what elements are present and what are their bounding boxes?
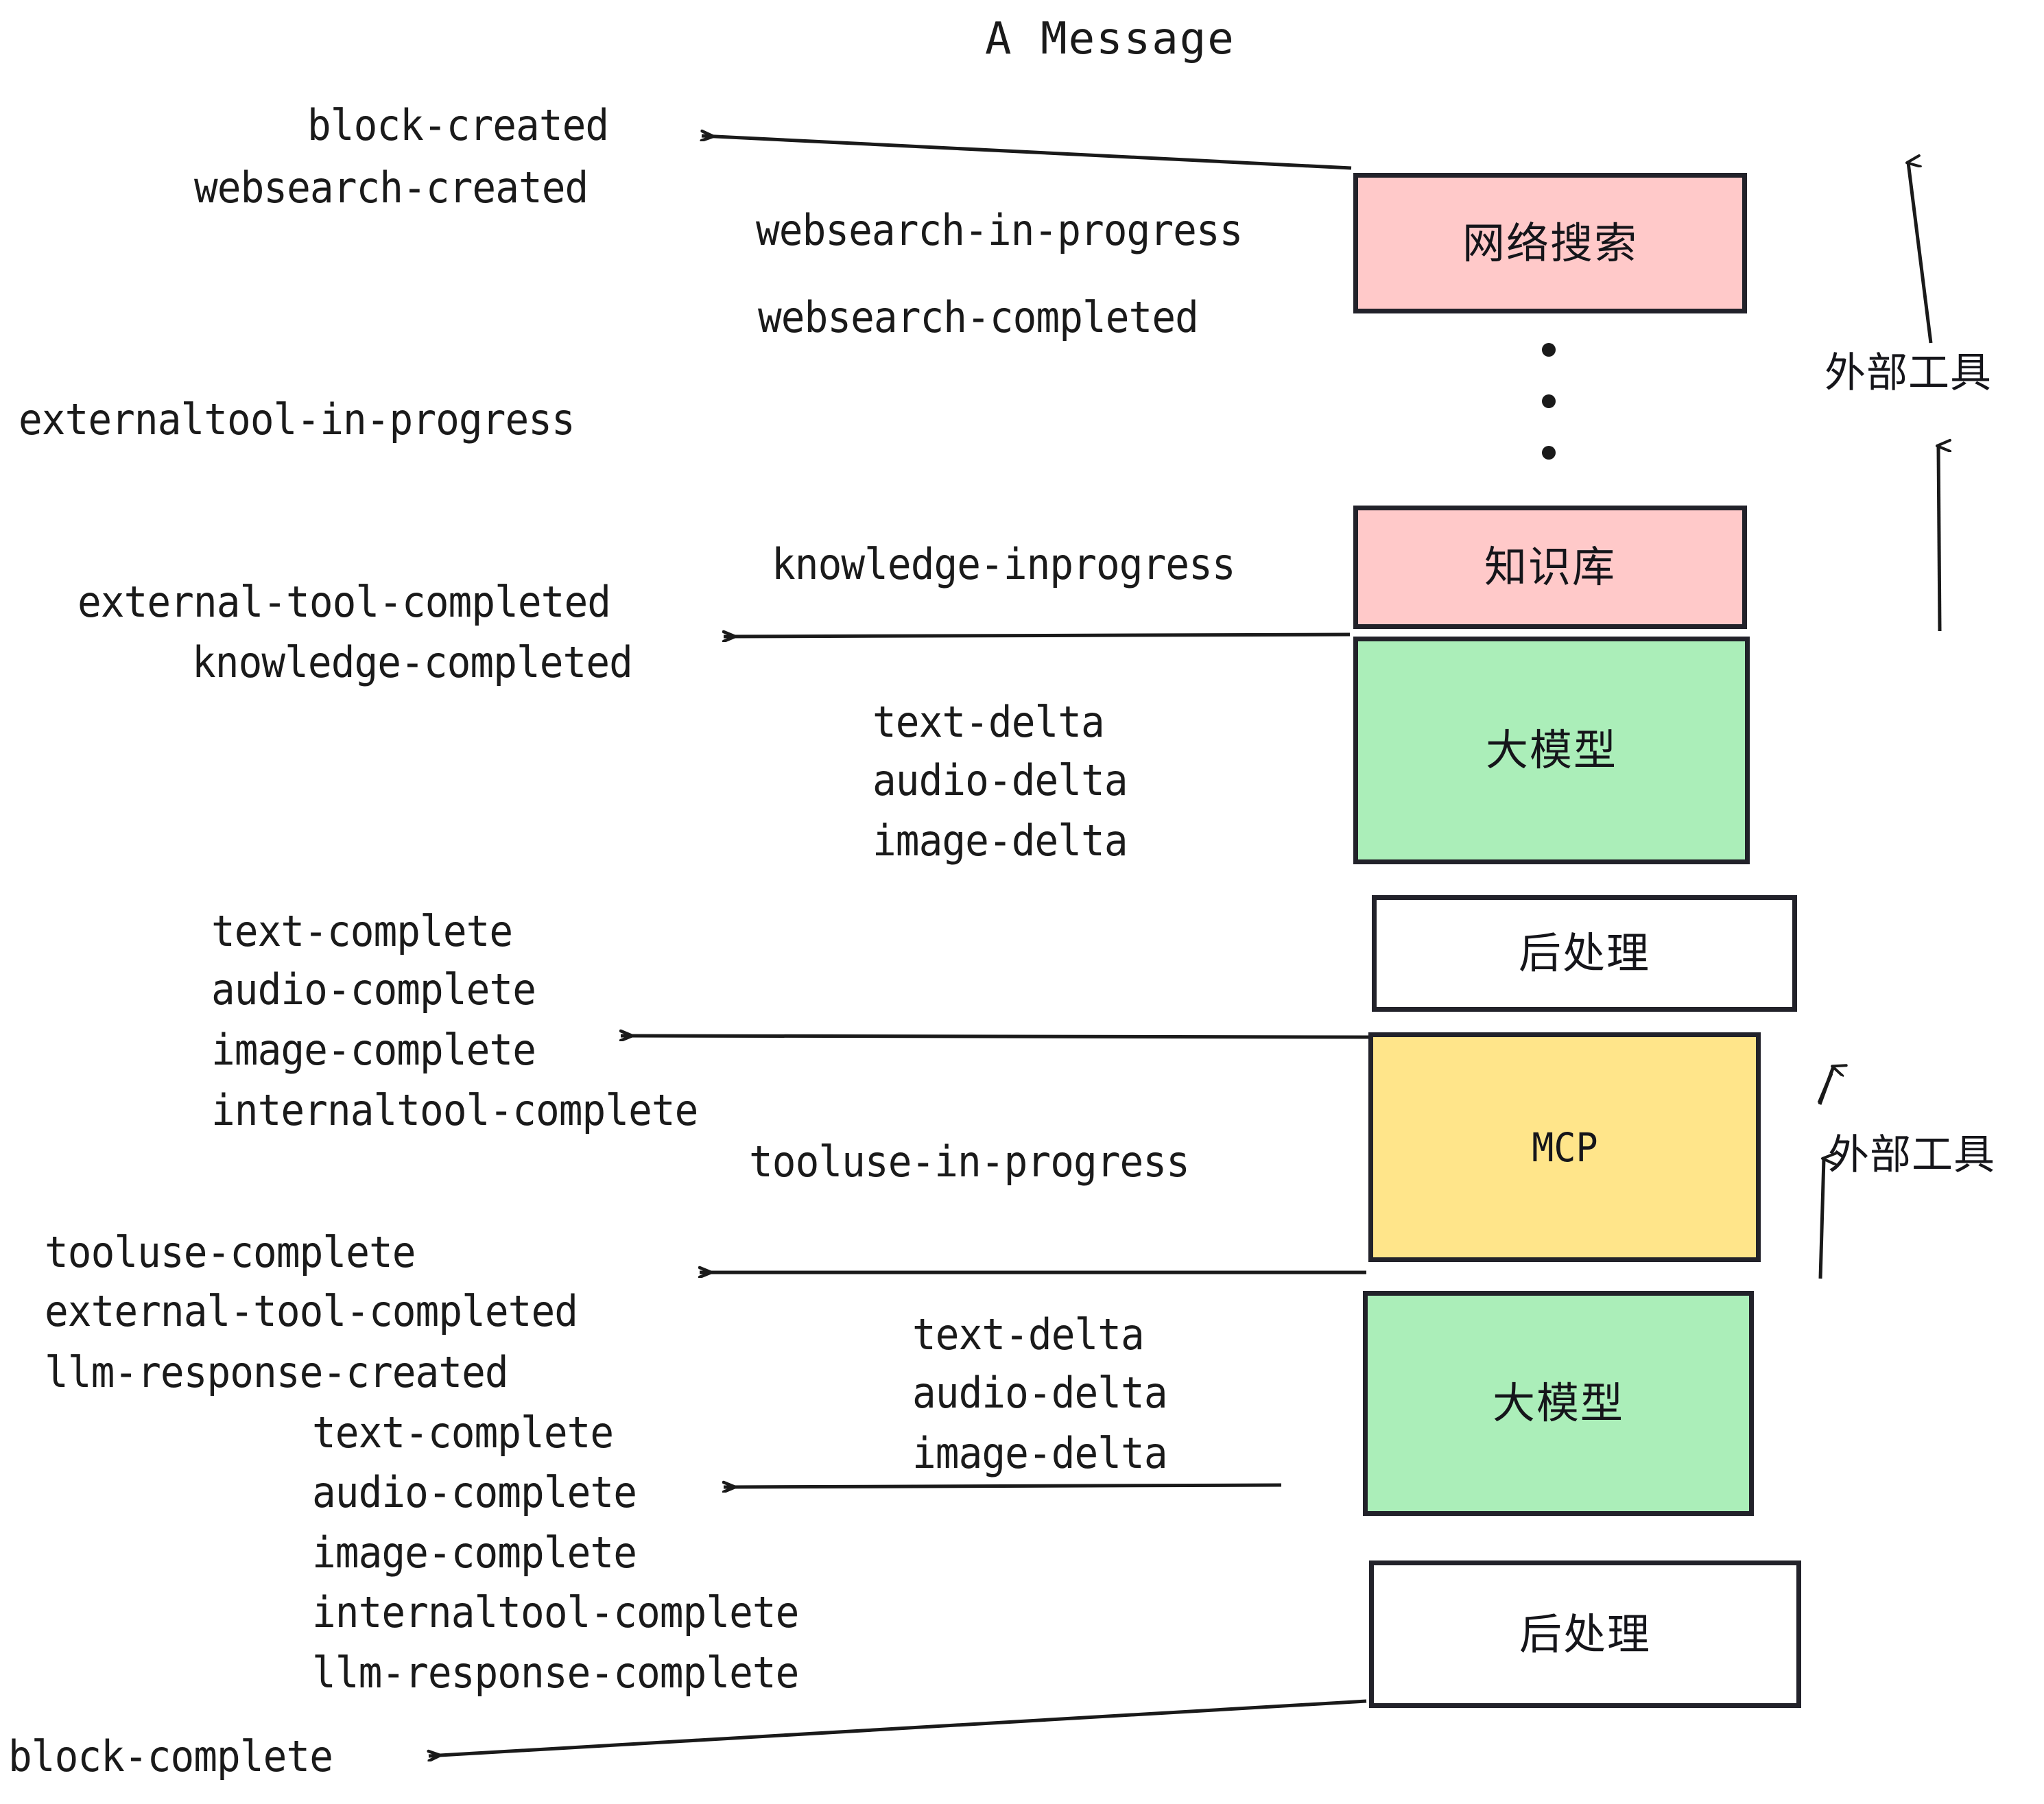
node-llm-2: 大模型	[1363, 1291, 1754, 1516]
event-label-block-created: block-created	[307, 100, 609, 150]
event-label-audio-delta-1: audio-delta	[872, 755, 1128, 805]
event-label-internaltool-complete-1: internaltool-complete	[211, 1085, 698, 1135]
arrow-knowledge-to-completed	[724, 634, 1351, 637]
arrow-llm2-to-audio-complete	[724, 1485, 1282, 1487]
node-label: 后处理	[1519, 1609, 1651, 1659]
event-label-knowledge-inprogress: knowledge-inprogress	[772, 539, 1236, 589]
node-label: 大模型	[1485, 725, 1617, 775]
event-label-audio-complete-2: audio-complete	[312, 1467, 637, 1517]
event-label-text-complete-2: text-complete	[312, 1408, 614, 1458]
page-title: A Message	[985, 14, 1235, 64]
arrow-postprocess1-to-image-complete	[621, 1036, 1369, 1037]
event-label-audio-complete-1: audio-complete	[211, 964, 536, 1014]
event-label-text-complete-1: text-complete	[211, 906, 513, 956]
bracket-external-tool-bottom-up	[1817, 1073, 1833, 1104]
ellipsis-dots	[1542, 343, 1556, 460]
event-label-external-tool-completed-2: external-tool-completed	[45, 1286, 578, 1336]
node-label: 大模型	[1492, 1378, 1624, 1428]
node-label: 知识库	[1484, 542, 1616, 592]
arrow-websearch-to-block-created	[702, 136, 1352, 170]
event-label-knowledge-completed: knowledge-completed	[192, 637, 633, 687]
event-label-text-delta-2: text-delta	[912, 1309, 1145, 1360]
node-knowledge: 知识库	[1353, 506, 1747, 629]
event-label-image-complete-2: image-complete	[312, 1528, 637, 1578]
event-label-image-delta-1: image-delta	[872, 816, 1128, 866]
event-label-tooluse-in-progress: tooluse-in-progress	[749, 1137, 1190, 1187]
bracket-external-tool-bottom-up-head	[1818, 1067, 1833, 1105]
event-label-llm-response-created: llm-response-created	[45, 1347, 509, 1397]
bracket-external-tool-bottom-down	[1818, 1159, 1824, 1279]
ellipsis-dot	[1542, 343, 1556, 357]
event-label-websearch-in-progress: websearch-in-progress	[756, 205, 1243, 255]
event-label-audio-delta-2: audio-delta	[912, 1368, 1168, 1418]
side-label-external-tool-bottom: 外部工具	[1828, 1131, 1995, 1179]
event-label-block-complete: block-complete	[8, 1731, 333, 1781]
event-label-external-tool-completed-1: external-tool-completed	[78, 577, 611, 627]
bracket-external-tool-top-up	[1908, 163, 1933, 344]
ellipsis-dot	[1542, 446, 1556, 460]
event-label-internaltool-complete-2: internaltool-complete	[312, 1587, 799, 1637]
event-label-image-delta-2: image-delta	[912, 1428, 1168, 1478]
node-label: 后处理	[1518, 928, 1650, 978]
side-label-external-tool-top: 外部工具	[1825, 349, 1992, 397]
event-label-externaltool-in-progress: externaltool-in-progress	[19, 394, 575, 444]
event-label-llm-response-complete: llm-response-complete	[312, 1648, 799, 1698]
event-label-image-complete-1: image-complete	[211, 1025, 536, 1075]
node-label: MCP	[1531, 1124, 1598, 1171]
bracket-external-tool-top-down	[1938, 446, 1940, 632]
ellipsis-dot	[1542, 394, 1556, 408]
node-websearch: 网络搜索	[1353, 173, 1747, 313]
node-postprocess-2: 后处理	[1369, 1560, 1801, 1708]
event-label-websearch-created: websearch-created	[194, 163, 589, 213]
node-llm-1: 大模型	[1353, 637, 1750, 864]
node-label: 网络搜索	[1462, 217, 1638, 268]
arrow-postprocess2-to-block-complete	[429, 1699, 1367, 1756]
event-label-tooluse-complete: tooluse-complete	[45, 1227, 416, 1277]
node-mcp: MCP	[1368, 1032, 1761, 1262]
event-label-text-delta-1: text-delta	[872, 697, 1105, 747]
node-postprocess-1: 后处理	[1372, 895, 1797, 1012]
event-label-websearch-completed: websearch-completed	[758, 292, 1199, 342]
